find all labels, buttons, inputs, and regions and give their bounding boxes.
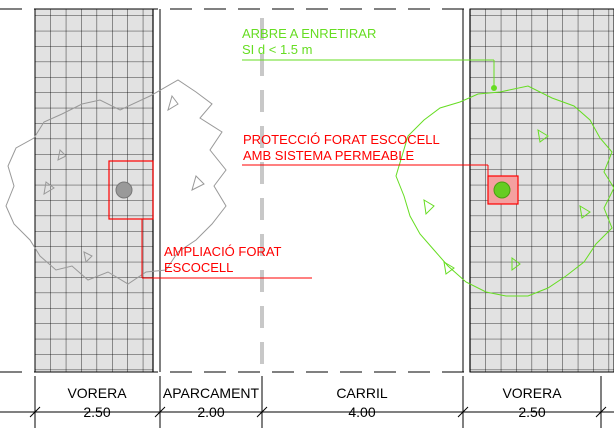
annotation-arbre-line2: SI d < 1.5 m — [242, 42, 312, 57]
dimension-lines — [0, 376, 614, 428]
new-tree-trunk-icon — [493, 181, 511, 199]
dimension-value-vorera-right: 2.50 — [518, 404, 545, 420]
existing-tree-trunk-icon — [115, 181, 133, 199]
leader-ampliacio — [141, 219, 312, 279]
leader-arbre — [242, 59, 497, 91]
dimension-name-carril: CARRIL — [336, 385, 388, 401]
enlarged-tree-pit — [108, 160, 154, 220]
existing-tree-canopy-icon — [5, 79, 227, 285]
leader-proteccio — [242, 164, 489, 176]
annotation-arbre-line1: ARBRE A ENRETIRAR — [242, 26, 376, 41]
sidewalk-left — [34, 8, 161, 373]
annotation-ampliacio-line1: AMPLIACIÓ FORAT — [164, 244, 282, 259]
proposed-tree-canopy-icon — [395, 85, 614, 297]
dimension-value-carril: 4.00 — [348, 404, 375, 420]
sidewalk-right — [462, 8, 614, 373]
dimension-name-vorera-left: VORERA — [67, 385, 127, 401]
dimension-name-vorera-right: VORERA — [502, 385, 562, 401]
annotation-proteccio-line1: PROTECCIÓ FORAT ESCOCELL — [243, 132, 440, 147]
dimension-value-vorera-left: 2.50 — [83, 404, 110, 420]
annotation-proteccio-line2: AMB SISTEMA PERMEABLE — [243, 148, 415, 163]
dimension-value-aparcament: 2.00 — [197, 404, 224, 420]
annotation-ampliacio-line2: ESCOCELL — [164, 260, 233, 275]
dimension-name-aparcament: APARCAMENT — [163, 385, 260, 401]
